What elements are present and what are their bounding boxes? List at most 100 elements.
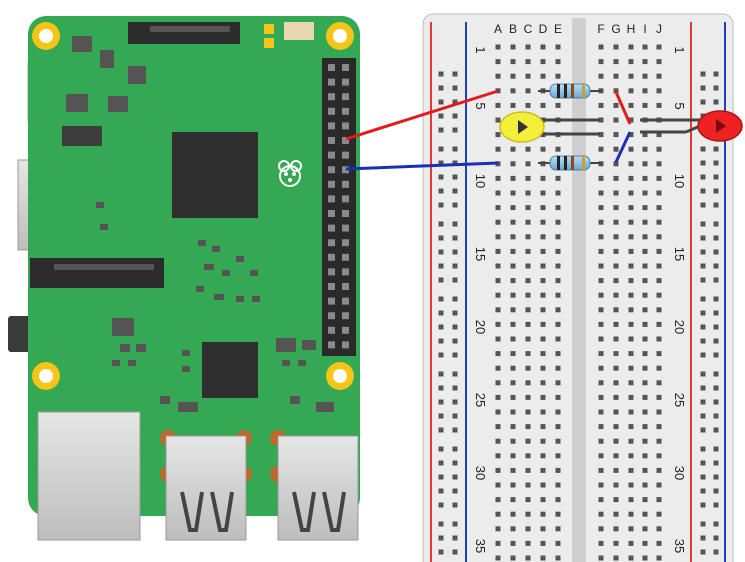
breadboard-hole: [713, 535, 719, 541]
breadboard-hole: [628, 540, 634, 546]
breadboard-hole: [540, 409, 546, 415]
breadboard-hole: [598, 132, 604, 138]
breadboard-hole: [713, 249, 719, 255]
breadboard-hole: [656, 44, 662, 50]
led-yellow: [499, 111, 600, 143]
breadboard-hole: [525, 438, 531, 444]
breadboard-hole: [555, 205, 561, 211]
breadboard-hole: [656, 263, 662, 269]
breadboard-hole: [598, 44, 604, 50]
breadboard-hole: [656, 292, 662, 298]
breadboard-hole: [613, 482, 619, 488]
breadboard-hole: [495, 219, 501, 225]
breadboard-hole: [495, 44, 501, 50]
breadboard-hole: [452, 71, 458, 77]
breadboard-hole: [628, 511, 634, 517]
breadboard-hole: [642, 336, 648, 342]
breadboard-hole: [628, 175, 634, 181]
breadboard-hole: [700, 488, 706, 494]
breadboard-hole: [700, 249, 706, 255]
breadboard-hole: [598, 292, 604, 298]
breadboard-hole: [495, 205, 501, 211]
breadboard-hole: [642, 307, 648, 313]
breadboard-hole: [656, 540, 662, 546]
breadboard: A B C D E F G H I J 1 5 10 15 20 25 30 3…: [422, 13, 734, 562]
breadboard-hole: [613, 234, 619, 240]
breadboard-hole: [438, 277, 444, 283]
breadboard-hole: [613, 424, 619, 430]
column-label: C: [524, 22, 533, 36]
breadboard-hole: [700, 221, 706, 227]
breadboard-hole: [525, 307, 531, 313]
breadboard-hole: [700, 352, 706, 358]
breadboard-hole: [540, 438, 546, 444]
breadboard-hole: [613, 511, 619, 517]
breadboard-hole: [438, 371, 444, 377]
breadboard-hole: [656, 424, 662, 430]
breadboard-hole: [495, 497, 501, 503]
breadboard-hole: [525, 351, 531, 357]
breadboard-hole: [510, 219, 516, 225]
breadboard-hole: [555, 219, 561, 225]
breadboard-hole: [613, 336, 619, 342]
breadboard-hole: [613, 351, 619, 357]
breadboard-hole: [555, 555, 561, 561]
breadboard-hole: [613, 394, 619, 400]
ethernet-jack-bottom: [37, 411, 141, 541]
breadboard-hole: [713, 338, 719, 344]
breadboard-hole: [540, 234, 546, 240]
breadboard-hole: [628, 526, 634, 532]
breadboard-hole: [613, 409, 619, 415]
breadboard-hole: [598, 263, 604, 269]
breadboard-hole: [642, 292, 648, 298]
breadboard-hole: [555, 102, 561, 108]
breadboard-hole: [656, 190, 662, 196]
breadboard-hole: [713, 549, 719, 555]
row-number: 25: [672, 393, 687, 407]
gpio-pin: [328, 297, 335, 305]
breadboard-hole: [452, 113, 458, 119]
breadboard-hole: [713, 399, 719, 405]
breadboard-hole: [713, 146, 719, 152]
breadboard-hole: [438, 413, 444, 419]
breadboard-hole: [555, 44, 561, 50]
breadboard-hole: [642, 146, 648, 152]
breadboard-hole: [452, 399, 458, 405]
breadboard-hole: [613, 321, 619, 327]
breadboard-hole: [510, 190, 516, 196]
breadboard-hole: [495, 453, 501, 459]
breadboard-hole: [452, 488, 458, 494]
breadboard-hole: [598, 511, 604, 517]
breadboard-hole: [613, 219, 619, 225]
breadboard-hole: [700, 263, 706, 269]
breadboard-hole: [438, 174, 444, 180]
breadboard-hole: [525, 161, 531, 167]
breadboard-hole: [452, 371, 458, 377]
breadboard-hole: [525, 175, 531, 181]
breadboard-hole: [555, 497, 561, 503]
breadboard-hole: [555, 409, 561, 415]
breadboard-hole: [555, 365, 561, 371]
breadboard-hole: [613, 365, 619, 371]
breadboard-hole: [540, 453, 546, 459]
breadboard-hole: [540, 190, 546, 196]
breadboard-hole: [598, 307, 604, 313]
breadboard-hole: [700, 146, 706, 152]
breadboard-hole: [628, 424, 634, 430]
gpio-pin: [342, 107, 349, 115]
row-number: 30: [672, 466, 687, 480]
breadboard-hole: [713, 202, 719, 208]
gpio-pin: [342, 326, 349, 334]
column-label: J: [656, 22, 662, 36]
gpio-pin: [342, 122, 349, 130]
breadboard-hole: [452, 460, 458, 466]
breadboard-hole: [656, 175, 662, 181]
breadboard-hole: [540, 365, 546, 371]
gpio-pin: [328, 137, 335, 144]
breadboard-hole: [656, 146, 662, 152]
breadboard-hole: [713, 427, 719, 433]
breadboard-hole: [656, 88, 662, 94]
breadboard-hole: [613, 88, 619, 94]
breadboard-hole: [510, 394, 516, 400]
breadboard-hole: [613, 292, 619, 298]
